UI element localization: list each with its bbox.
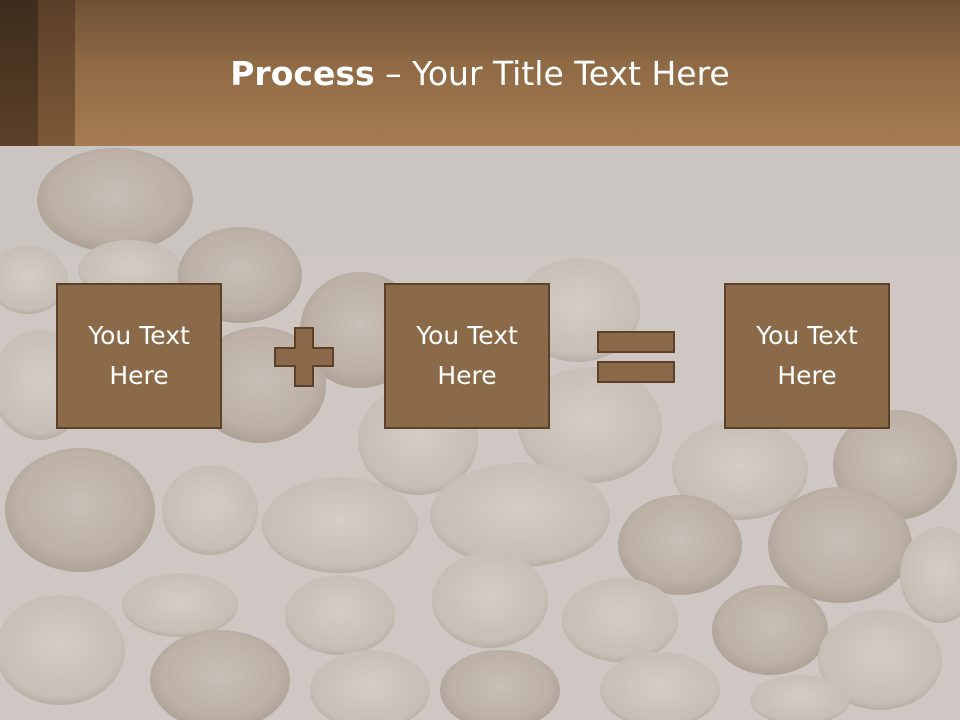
process-box-label: You Text Here — [756, 321, 858, 390]
title-bar — [0, 0, 960, 146]
equals-icon — [597, 331, 675, 383]
process-box-2[interactable]: You Text Here — [384, 283, 550, 429]
process-box-1[interactable]: You Text Here — [56, 283, 222, 429]
process-box-3[interactable]: You Text Here — [724, 283, 890, 429]
title-bold-part: Process — [230, 54, 375, 93]
plus-icon — [274, 327, 334, 387]
process-box-label: You Text Here — [416, 321, 518, 390]
header-accent-stripe — [38, 0, 75, 146]
title-rest: – Your Title Text Here — [374, 54, 730, 93]
slide-title[interactable]: Process – Your Title Text Here — [75, 52, 885, 96]
header-accent-stripe — [0, 0, 38, 146]
process-box-label: You Text Here — [88, 321, 190, 390]
